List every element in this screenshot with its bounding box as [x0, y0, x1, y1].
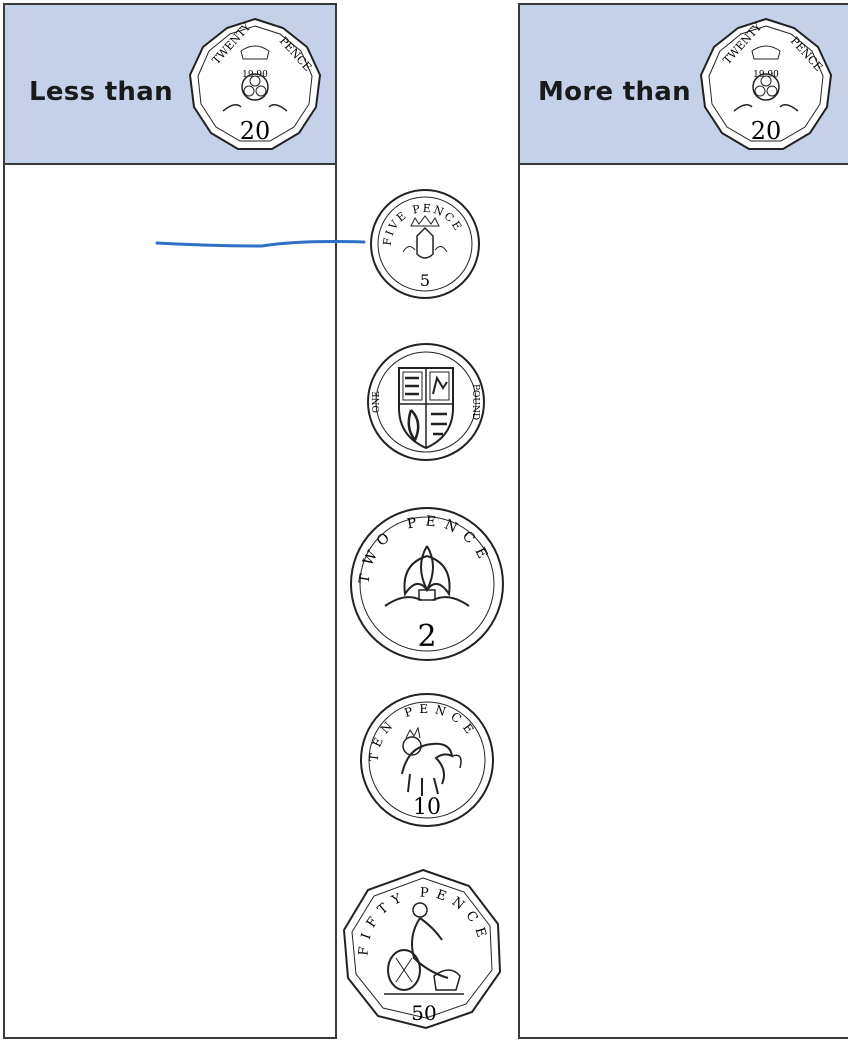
- more-than-panel[interactable]: More than TWENTY PENCE 19 90 20: [518, 3, 848, 1039]
- ten-pence-coin[interactable]: TEN PENCE 10: [352, 692, 502, 828]
- more-than-header: More than TWENTY PENCE 19 90 20: [520, 5, 848, 165]
- fifty-pence-coin[interactable]: FIFTY PENCE 50: [338, 866, 508, 1032]
- pound-word: POUND: [470, 384, 480, 420]
- coin-value: 20: [751, 117, 782, 145]
- ten-pence-value: 10: [413, 795, 441, 820]
- twenty-pence-coin-icon: TWENTY PENCE 19 90 20: [696, 15, 836, 155]
- less-than-label: Less than: [29, 77, 173, 107]
- more-than-label: More than: [538, 77, 691, 107]
- one-pound-coin[interactable]: ONE POUND: [357, 342, 495, 462]
- twenty-pence-coin-icon: TWENTY PENCE 19 90 20: [185, 15, 325, 155]
- five-pence-coin[interactable]: FIVE PENCE 5: [363, 188, 487, 300]
- one-word: ONE: [372, 391, 382, 413]
- fifty-pence-value: 50: [411, 1001, 436, 1025]
- less-than-panel[interactable]: Less than TWENTY PENCE 19 90 20: [3, 3, 337, 1039]
- less-than-header: Less than TWENTY PENCE 19 90 20: [5, 5, 335, 165]
- coin-value: 20: [240, 117, 271, 145]
- five-pence-value: 5: [420, 271, 430, 290]
- two-pence-coin[interactable]: TWO PENCE 2: [345, 506, 509, 662]
- two-pence-value: 2: [417, 619, 436, 654]
